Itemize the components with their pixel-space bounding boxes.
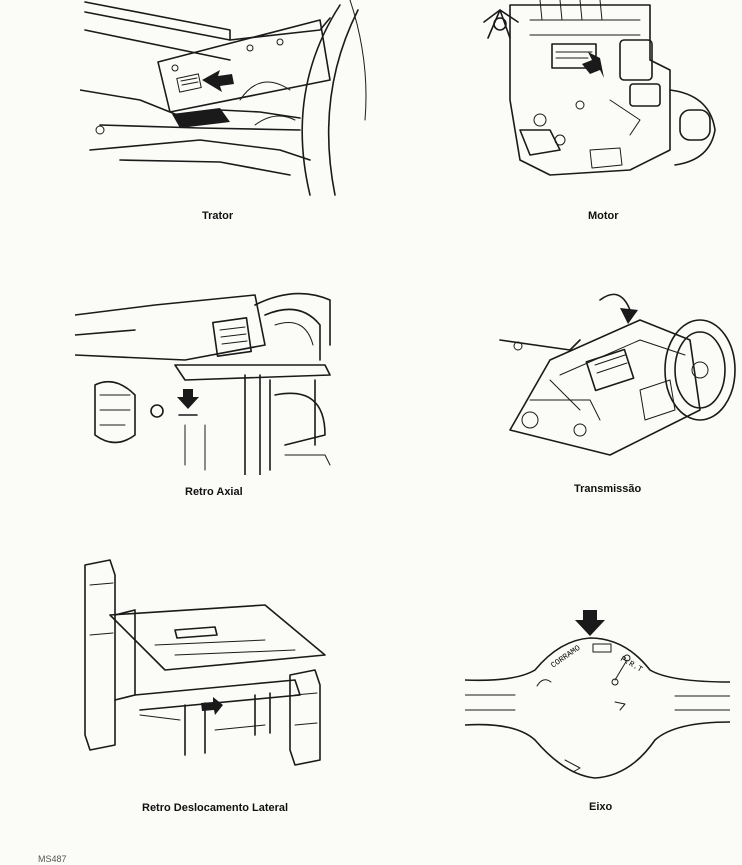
location-arrow-icon: [177, 389, 199, 409]
svg-text:P.R.T: P.R.T: [619, 655, 644, 675]
figure-trator: Trator: [80, 0, 370, 222]
figure-transmissao: Transmissão: [490, 280, 740, 500]
axle-plate-location-illustration: CORRAMO P.R.T: [465, 610, 730, 779]
transmission-plate-location-illustration: [499, 293, 736, 456]
location-arrow-icon: [202, 70, 234, 92]
caption-retro-axial: Retro Axial: [185, 486, 243, 498]
caption-transmissao: Transmissão: [574, 483, 642, 495]
engine-plate-location-illustration: [483, 0, 716, 176]
curved-arrow-icon: [620, 308, 638, 324]
footer-code: MS487: [38, 854, 67, 864]
caption-retro-deslocamento-lateral: Retro Deslocamento Lateral: [142, 802, 289, 814]
location-arrow-icon: [201, 697, 223, 715]
location-arrow-icon: [575, 610, 605, 636]
figure-eixo: CORRAMO P.R.T Eixo: [465, 600, 730, 815]
figure-retro-axial: Retro Axial: [75, 285, 345, 500]
svg-text:CORRAMO: CORRAMO: [550, 644, 583, 671]
location-arrow-icon: [582, 52, 604, 78]
figure-retro-deslocamento-lateral: Retro Deslocamento Lateral: [65, 555, 345, 820]
sideshift-backhoe-plate-location-illustration: [84, 559, 326, 766]
caption-motor: Motor: [588, 210, 619, 222]
backhoe-axial-plate-location-illustration: [75, 292, 331, 475]
figure-motor: Motor: [470, 0, 720, 230]
caption-eixo: Eixo: [589, 801, 613, 813]
caption-trator: Trator: [202, 210, 234, 222]
tractor-plate-location-illustration: [80, 0, 367, 196]
